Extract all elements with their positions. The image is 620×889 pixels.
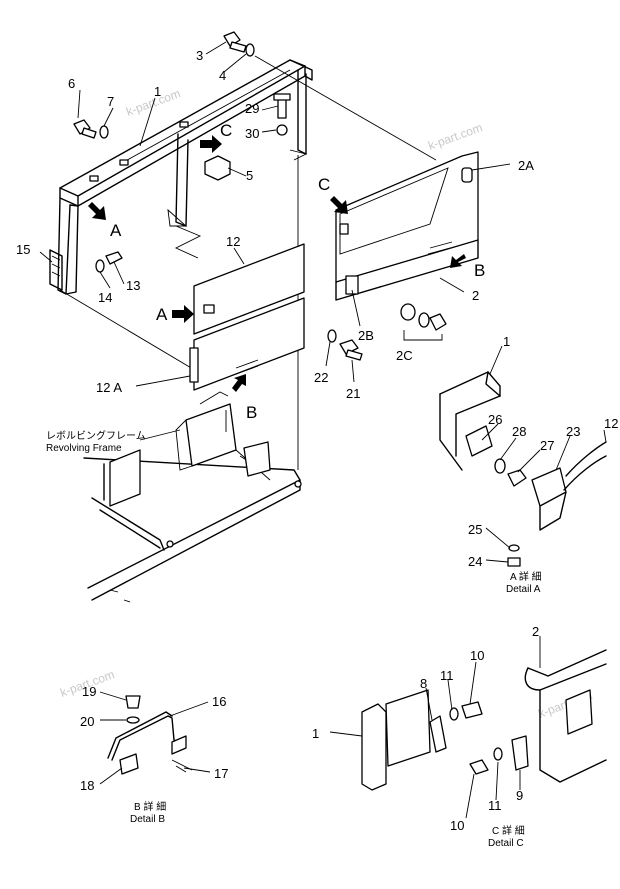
label-p17: 17 (214, 766, 228, 781)
detail-a-en: Detail A (506, 584, 541, 595)
label-p2a: 2A (518, 158, 534, 173)
label-p13: 13 (126, 278, 140, 293)
label-p27: 27 (540, 438, 554, 453)
label-p2-main: 2 (472, 288, 479, 303)
view-letter-c-2: C (318, 175, 330, 194)
detail-a-jp: A 詳 細 (510, 570, 542, 583)
side-cover-2 (335, 151, 479, 341)
label-p2-detail-c: 2 (532, 624, 539, 639)
frame-label-jp: レボルビングフレーム (46, 429, 146, 442)
label-p5: 5 (246, 168, 253, 183)
view-letter-a-1: A (110, 221, 122, 240)
view-letter-c-1: C (220, 121, 232, 140)
view-letter-b-1: B (474, 261, 485, 280)
view-letter-b-2: B (246, 403, 257, 422)
label-p20: 20 (80, 714, 94, 729)
frame-label-en: Revolving Frame (46, 443, 122, 454)
label-p11-bottom: 11 (488, 798, 502, 813)
panel-12 (189, 243, 363, 391)
arrow-c-2 (330, 196, 348, 214)
captions: レボルビングフレーム Revolving Frame A 詳 細 Detail … (46, 429, 542, 849)
label-p4: 4 (219, 68, 226, 83)
label-p24: 24 (468, 554, 482, 569)
label-p26: 26 (488, 412, 502, 427)
label-p7: 7 (107, 94, 114, 109)
leader-lines (39, 41, 607, 819)
label-p3: 3 (196, 48, 203, 63)
arrow-a-2 (172, 305, 194, 323)
view-letter-a-2: A (156, 305, 168, 324)
arrow-b-1 (450, 254, 466, 268)
label-p10-bottom: 10 (450, 818, 464, 833)
label-p6: 6 (68, 76, 75, 91)
view-arrows (88, 135, 466, 392)
view-letter-labels: C C A A B B (110, 121, 485, 422)
label-p8: 8 (420, 676, 427, 691)
label-p14: 14 (98, 290, 112, 305)
label-p10-top: 10 (470, 648, 484, 663)
label-p15: 15 (16, 242, 30, 257)
revolving-frame (83, 391, 302, 603)
label-p16: 16 (212, 694, 226, 709)
part-labels: 1 6 7 3 4 29 30 5 15 14 13 12 12 A 2A 2 … (16, 48, 618, 833)
arrow-a-1 (88, 202, 106, 220)
label-p1-detail-a: 1 (503, 334, 510, 349)
label-p2b: 2B (358, 328, 374, 343)
arrow-c-1 (200, 135, 222, 153)
label-p29: 29 (245, 101, 259, 116)
label-p9: 9 (516, 788, 523, 803)
detail-c-jp: C 詳 細 (492, 824, 525, 837)
label-p1-detail-c: 1 (312, 726, 319, 741)
label-p18: 18 (80, 778, 94, 793)
label-p21: 21 (346, 386, 360, 401)
label-p12-detail-a: 12 (604, 416, 618, 431)
label-p1-top: 1 (154, 84, 161, 99)
detail-c (361, 649, 607, 791)
label-p22: 22 (314, 370, 328, 385)
arrow-b-2 (232, 374, 246, 392)
detail-b-jp: B 詳 細 (134, 800, 166, 813)
main-frame (49, 31, 437, 470)
watermark-2: k-part.com (426, 120, 484, 153)
label-p11-top: 11 (440, 668, 454, 683)
label-p19: 19 (82, 684, 96, 699)
detail-b (107, 695, 193, 775)
label-p28: 28 (512, 424, 526, 439)
label-p12: 12 (226, 234, 240, 249)
label-p12a: 12 A (96, 380, 122, 395)
detail-b-en: Detail B (130, 814, 165, 825)
label-p23: 23 (566, 424, 580, 439)
label-p25: 25 (468, 522, 482, 537)
detail-a (439, 371, 607, 567)
label-p30: 30 (245, 126, 259, 141)
detail-c-en: Detail C (488, 838, 524, 849)
label-p2c: 2C (396, 348, 413, 363)
